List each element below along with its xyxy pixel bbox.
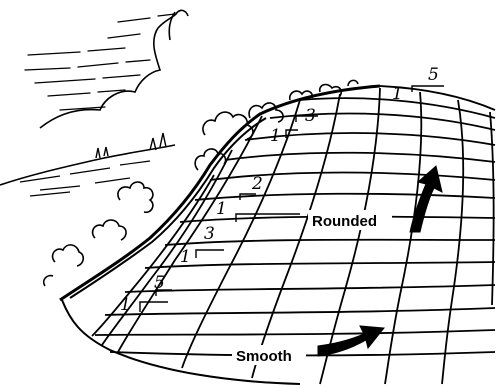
contour-label-2: 2 — [251, 174, 263, 194]
contour-label-top-5: 5 — [428, 65, 439, 85]
terrain-grid-horizontal — [95, 86, 495, 355]
contour-label-top-1: 1 — [392, 84, 403, 104]
contour-label-1b: 1 — [216, 199, 227, 219]
far-landscape — [0, 133, 175, 196]
rounded-label: Rounded — [312, 213, 377, 230]
contour-label-3b: 3 — [204, 224, 215, 244]
contour-label-bottom-5: 5 — [154, 273, 165, 293]
smooth-arrow-icon — [318, 326, 384, 356]
contour-label-1: 1 — [270, 126, 281, 146]
contour-label-1c: 1 — [180, 247, 191, 267]
wind-streaks — [25, 14, 175, 110]
contour-label-3: 3 — [305, 106, 316, 126]
rounded-arrow-icon — [410, 166, 442, 232]
smooth-label: Smooth — [236, 348, 292, 365]
contour-label-bottom-1: 1 — [120, 295, 131, 315]
